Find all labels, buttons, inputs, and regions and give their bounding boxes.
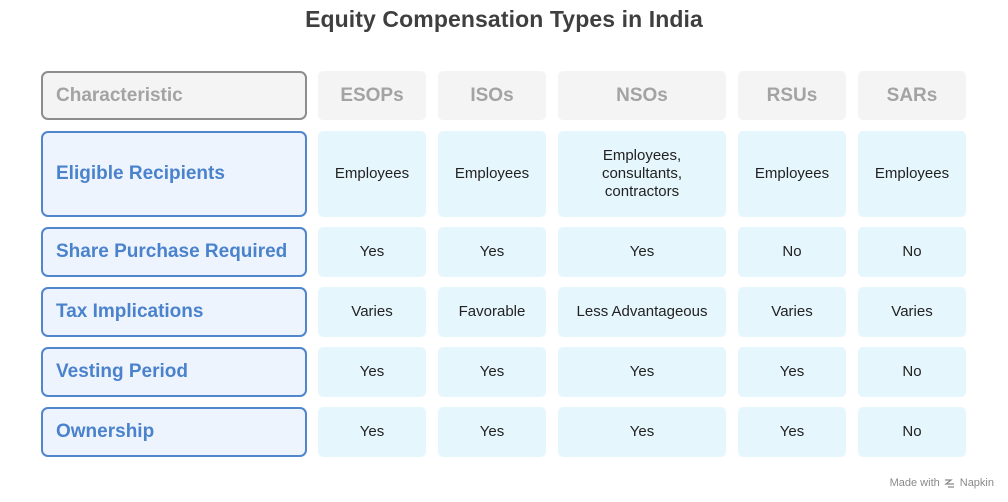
cell-vesting-period-isos: Yes [438,347,546,397]
row-label-vesting-period: Vesting Period [41,347,307,397]
cell-vesting-period-esops-text: Yes [359,363,385,380]
cell-share-purchase-required-isos-text: Yes [479,243,505,260]
cell-vesting-period-rsus-text: Yes [779,363,805,380]
column-header-sars-text: SARs [886,84,938,106]
cell-share-purchase-required-sars-text: No [902,243,922,260]
cell-vesting-period-sars: No [858,347,966,397]
cell-tax-implications-nsos: Less Advantageous [558,287,726,337]
cell-share-purchase-required-rsus-text: No [782,243,802,260]
cell-eligible-recipients-rsus: Employees [738,131,846,217]
row-label-ownership-text: Ownership [56,421,155,442]
column-header-esops-text: ESOPs [340,84,404,106]
row-label-eligible-recipients-text: Eligible Recipients [56,163,225,184]
cell-tax-implications-sars: Varies [858,287,966,337]
cell-ownership-sars-text: No [902,423,922,440]
cell-tax-implications-rsus-text: Varies [771,303,813,320]
cell-eligible-recipients-nsos-text: Employees, consultants, contractors [601,147,683,200]
column-header-esops: ESOPs [318,71,426,120]
column-header-nsos: NSOs [558,71,726,120]
cell-vesting-period-sars-text: No [902,363,922,380]
column-header-rsus-text: RSUs [766,84,818,106]
cell-share-purchase-required-esops: Yes [318,227,426,277]
cell-eligible-recipients-sars-text: Employees [874,165,950,182]
cell-vesting-period-rsus: Yes [738,347,846,397]
cell-share-purchase-required-nsos-text: Yes [629,243,655,260]
cell-share-purchase-required-nsos: Yes [558,227,726,277]
cell-tax-implications-sars-text: Varies [891,303,933,320]
cell-eligible-recipients-isos: Employees [438,131,546,217]
footer-prefix: Made with [889,477,940,489]
cell-ownership-sars: No [858,407,966,457]
footer-brand: Napkin [959,477,994,489]
column-header-nsos-text: NSOs [616,84,668,106]
row-label-tax-implications: Tax Implications [41,287,307,337]
row-label-tax-implications-text: Tax Implications [56,301,204,322]
cell-ownership-isos-text: Yes [479,423,505,440]
cell-eligible-recipients-rsus-text: Employees [754,165,830,182]
cell-tax-implications-esops: Varies [318,287,426,337]
cell-share-purchase-required-esops-text: Yes [359,243,385,260]
cell-ownership-rsus-text: Yes [779,423,805,440]
cell-eligible-recipients-esops: Employees [318,131,426,217]
cell-vesting-period-nsos: Yes [558,347,726,397]
cell-share-purchase-required-sars: No [858,227,966,277]
cell-eligible-recipients-isos-text: Employees [454,165,530,182]
column-header-isos-text: ISOs [470,84,514,106]
cell-ownership-esops: Yes [318,407,426,457]
cell-ownership-rsus: Yes [738,407,846,457]
row-label-share-purchase-required-text: Share Purchase Required [56,241,288,262]
cell-eligible-recipients-sars: Employees [858,131,966,217]
row-label-share-purchase-required: Share Purchase Required [41,227,307,277]
cell-ownership-nsos-text: Yes [629,423,655,440]
diagram-title: Equity Compensation Types in India [305,6,703,32]
row-label-eligible-recipients: Eligible Recipients [41,131,307,217]
row-label-ownership: Ownership [41,407,307,457]
cell-tax-implications-nsos-text: Less Advantageous [576,303,708,320]
napkin-logo-icon [943,477,956,489]
cell-tax-implications-isos: Favorable [438,287,546,337]
column-header-rsus: RSUs [738,71,846,120]
cell-ownership-isos: Yes [438,407,546,457]
cell-eligible-recipients-nsos: Employees, consultants, contractors [558,131,726,217]
column-header-sars: SARs [858,71,966,120]
cell-share-purchase-required-rsus: No [738,227,846,277]
cell-tax-implications-isos-text: Favorable [458,303,526,320]
cell-share-purchase-required-isos: Yes [438,227,546,277]
cell-vesting-period-isos-text: Yes [479,363,505,380]
cell-vesting-period-esops: Yes [318,347,426,397]
cell-ownership-nsos: Yes [558,407,726,457]
footer-credit: Made with Napkin [890,477,994,489]
cell-tax-implications-rsus: Varies [738,287,846,337]
cell-tax-implications-esops-text: Varies [351,303,393,320]
row-label-vesting-period-text: Vesting Period [56,361,188,382]
cell-ownership-esops-text: Yes [359,423,385,440]
cell-vesting-period-nsos-text: Yes [629,363,655,380]
header-characteristic: Characteristic [41,71,307,120]
column-header-isos: ISOs [438,71,546,120]
cell-eligible-recipients-esops-text: Employees [334,165,410,182]
header-characteristic-text: Characteristic [56,84,183,106]
